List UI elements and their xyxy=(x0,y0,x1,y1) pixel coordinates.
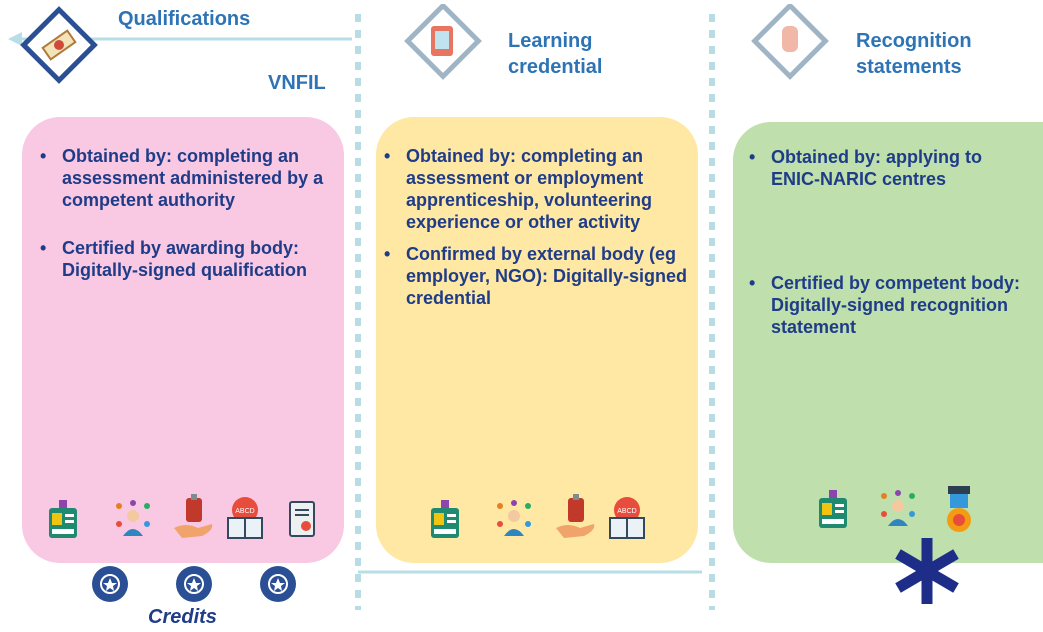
medal-icon xyxy=(944,486,974,541)
arrow-head xyxy=(8,32,22,46)
learning-bullets: Obtained by: completing an assessment or… xyxy=(378,145,690,309)
recognition-title-line1: Recognition xyxy=(856,30,972,52)
learning-bullet-confirmed: Confirmed by external body (eg employer,… xyxy=(378,243,690,309)
book-icon-text: ABCD xyxy=(235,508,254,515)
recognition-bullets: Obtained by: applying to ENIC-NARIC cent… xyxy=(743,146,1035,338)
person-network-icon xyxy=(115,500,151,545)
learning-credential-box: Obtained by: completing an assessment or… xyxy=(376,117,698,563)
person-network-icon xyxy=(496,500,532,545)
asterisk-icon xyxy=(892,536,962,611)
credit-badge-icon xyxy=(260,566,296,602)
recognition-bullet-certified: Certified by competent body: Digitally-s… xyxy=(743,272,1035,338)
open-book-icon: ABCD xyxy=(226,496,264,545)
learning-bullet-obtained: Obtained by: completing an assessment or… xyxy=(378,145,690,233)
credit-badge-icon xyxy=(92,566,128,602)
recognition-statements-box: Obtained by: applying to ENIC-NARIC cent… xyxy=(733,122,1043,563)
learning-credential-title: Learning credential xyxy=(508,28,602,80)
qualifications-title: Qualifications xyxy=(118,8,251,30)
recognition-bullet-obtained: Obtained by: applying to ENIC-NARIC cent… xyxy=(743,146,1035,190)
credits-label: Credits xyxy=(148,606,217,628)
tablet-credential-icon xyxy=(398,2,488,87)
qualifications-bullet-obtained: Obtained by: completing an assessment ad… xyxy=(34,145,334,211)
recognition-statements-title: Recognition statements xyxy=(856,28,972,80)
learning-title-line2: credential xyxy=(508,56,603,78)
raised-hand-icon xyxy=(745,2,835,87)
id-badge-icon xyxy=(48,500,78,545)
diploma-icon xyxy=(20,6,98,89)
certificate-scroll-icon xyxy=(286,500,318,545)
qualifications-bullet-certified: Certified by awarding body: Digitally-si… xyxy=(34,237,334,281)
hand-holding-icon xyxy=(172,494,216,547)
person-network-icon xyxy=(880,490,916,535)
qualifications-box: Obtained by: completing an assessment ad… xyxy=(22,117,344,563)
recognition-title-line2: statements xyxy=(856,56,962,78)
id-badge-icon xyxy=(818,490,848,535)
book-icon-text: ABCD xyxy=(617,508,636,515)
qualifications-bullets: Obtained by: completing an assessment ad… xyxy=(34,145,334,281)
learning-title-line1: Learning xyxy=(508,30,593,52)
id-badge-icon xyxy=(430,500,460,545)
credit-badge-icon xyxy=(176,566,212,602)
hand-holding-icon xyxy=(554,494,598,547)
vnfil-label: VNFIL xyxy=(268,72,326,94)
open-book-icon: ABCD xyxy=(608,496,646,545)
